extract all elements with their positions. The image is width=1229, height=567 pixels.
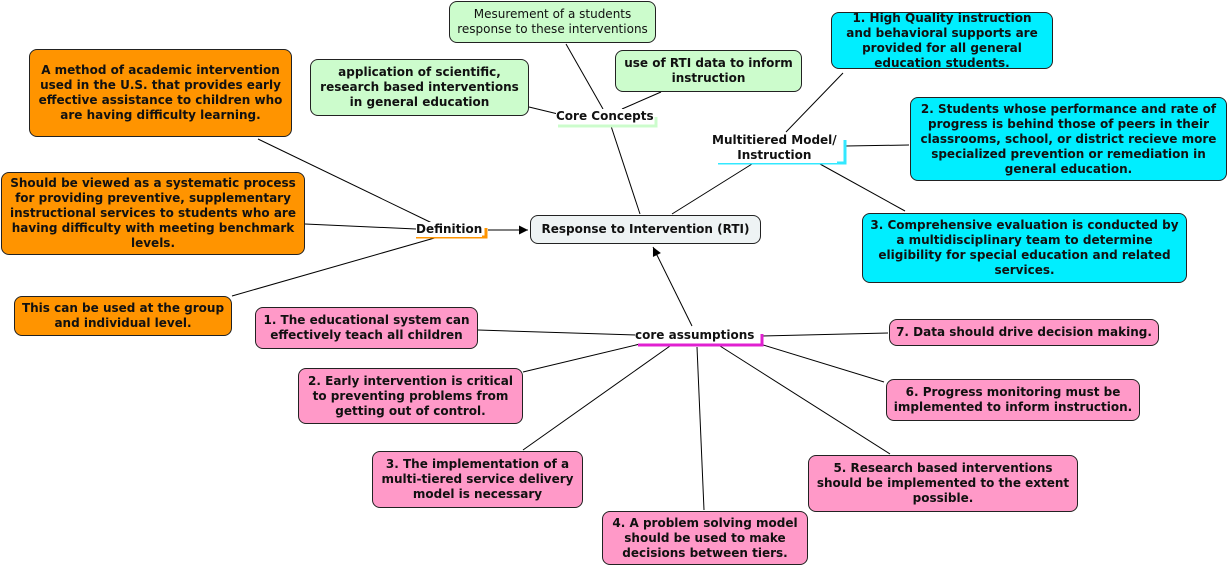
center-node[interactable]: Response to Intervention (RTI) xyxy=(530,215,761,244)
definition-node-2[interactable]: Should be viewed as a systematic process… xyxy=(1,172,305,255)
definition-hub[interactable]: Definition xyxy=(416,222,483,237)
tier-node-2[interactable]: 2. Students whose performance and rate o… xyxy=(910,97,1227,181)
assumption-node-3[interactable]: 3. The implementation of a multi-tiered … xyxy=(372,451,583,508)
assumption-node-4[interactable]: 4. A problem solving model should be use… xyxy=(602,511,808,565)
assumption-node-1[interactable]: 1. The educational system can effectivel… xyxy=(255,307,478,349)
assumption-node-2[interactable]: 2. Early intervention is critical to pre… xyxy=(298,368,523,424)
definition-bracket xyxy=(416,228,488,239)
core-concepts-bracket xyxy=(558,117,658,128)
tier-node-1[interactable]: 1. High Quality instruction and behavior… xyxy=(831,11,1053,70)
core-assumptions-bracket xyxy=(638,334,764,347)
assumption-node-7[interactable]: 7. Data should drive decision making. xyxy=(889,319,1159,346)
core-assumptions-hub[interactable]: core assumptions xyxy=(635,328,755,343)
definition-node-3[interactable]: This can be used at the group and indivi… xyxy=(14,296,232,336)
concept-node-application[interactable]: application of scientific, research base… xyxy=(310,59,529,116)
assumption-node-5[interactable]: 5. Research based interventions should b… xyxy=(808,455,1078,512)
multitiered-bracket xyxy=(718,140,847,165)
core-concepts-hub[interactable]: Core Concepts xyxy=(556,109,654,124)
assumptions-arrow xyxy=(652,246,693,327)
concept-node-rti-data[interactable]: use of RTI data to inform instruction xyxy=(615,50,802,92)
concept-node-measurement[interactable]: Mesurement of a students response to the… xyxy=(449,1,656,43)
tier-node-3[interactable]: 3. Comprehensive evaluation is conducted… xyxy=(862,213,1187,283)
definition-node-1[interactable]: A method of academic intervention used i… xyxy=(29,49,292,137)
assumption-node-6[interactable]: 6. Progress monitoring must be implement… xyxy=(886,379,1140,421)
multitiered-hub[interactable]: Multitiered Model/ Instruction xyxy=(712,133,837,163)
